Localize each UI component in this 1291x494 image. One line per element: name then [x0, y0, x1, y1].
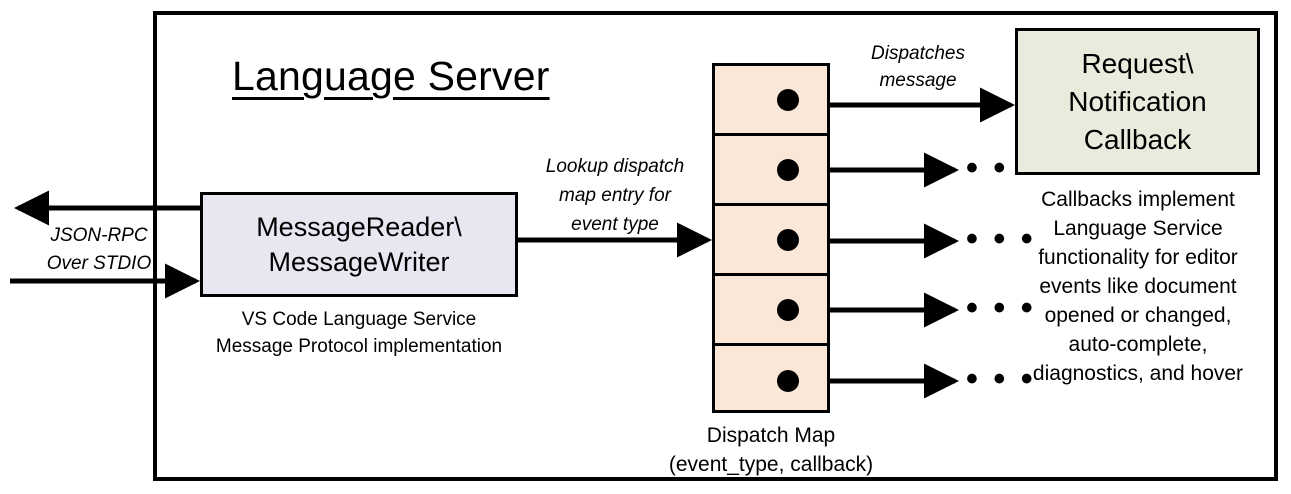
callback-box-line-2: Notification: [1068, 85, 1207, 117]
message-reader-writer-line-1: MessageReader\: [256, 211, 462, 242]
message-reader-writer-caption: VS Code Language Service Message Protoco…: [196, 306, 522, 360]
message-reader-writer-box[interactable]: MessageReader\ MessageWriter: [200, 192, 518, 297]
dispatches-label-line-1: Dispatches: [871, 43, 965, 64]
page-title: Language Server: [232, 53, 550, 99]
dispatch-map-row[interactable]: [715, 276, 827, 346]
callback-box-line-1: Request\: [1081, 47, 1194, 79]
dispatch-map-row[interactable]: [715, 66, 827, 136]
callback-description: Callbacks implement Language Service fun…: [1008, 185, 1268, 388]
callback-dot-icon: [777, 158, 799, 181]
lookup-label-line-2: map entry for: [559, 185, 671, 206]
callback-dot-icon: [777, 298, 799, 321]
dispatch-map-table[interactable]: [712, 63, 830, 413]
lookup-dispatch-label: Lookup dispatch map entry for event type: [522, 152, 708, 239]
dispatch-map-caption-line-2: (event_type, callback): [668, 453, 874, 476]
request-notification-callback-box[interactable]: Request\ Notification Callback: [1015, 28, 1260, 175]
language-server-boundary: [153, 11, 1278, 481]
callback-caption-line-4: events like document: [1039, 275, 1237, 298]
dispatches-label-line-2: message: [879, 70, 957, 91]
callback-caption-line-6: auto-complete,: [1068, 333, 1208, 356]
jsonrpc-transport-label: JSON-RPC Over STDIO: [30, 222, 168, 278]
dispatches-message-label: Dispatches message: [838, 40, 998, 94]
callback-dot-icon: [777, 370, 799, 392]
lookup-label-line-3: event type: [571, 214, 659, 235]
reader-writer-caption-line-2: Message Protocol implementation: [215, 336, 503, 357]
dispatch-map-caption: Dispatch Map (event_type, callback): [645, 421, 897, 479]
dispatch-map-caption-line-1: Dispatch Map: [706, 424, 836, 447]
callback-box-line-3: Callback: [1083, 123, 1192, 155]
callback-caption-line-7: diagnostics, and hover: [1032, 362, 1244, 385]
jsonrpc-label-line-2: Over STDIO: [46, 253, 152, 274]
callback-dot-icon: [777, 228, 799, 251]
dispatch-map-row[interactable]: [715, 346, 827, 416]
callback-caption-line-1: Callbacks implement: [1041, 188, 1235, 211]
callback-caption-line-2: Language Service: [1053, 217, 1223, 240]
jsonrpc-label-line-1: JSON-RPC: [50, 225, 148, 246]
callback-caption-line-3: functionality for editor: [1038, 246, 1238, 269]
message-reader-writer-line-2: MessageWriter: [268, 246, 450, 277]
callback-dot-icon: [777, 88, 799, 111]
callback-caption-line-5: opened or changed,: [1044, 304, 1232, 327]
dispatch-map-row[interactable]: [715, 206, 827, 276]
reader-writer-caption-line-1: VS Code Language Service: [241, 309, 477, 330]
lookup-label-line-1: Lookup dispatch: [545, 156, 685, 177]
dispatch-map-row[interactable]: [715, 136, 827, 206]
